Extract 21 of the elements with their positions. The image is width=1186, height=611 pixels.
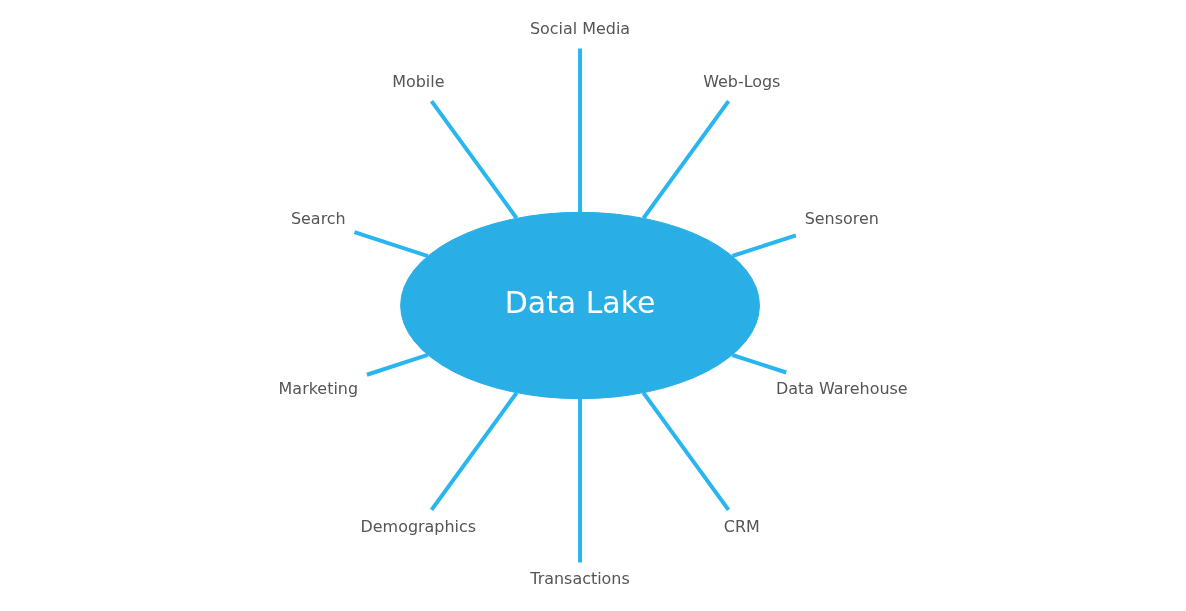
node-text: Sensoren [804, 209, 879, 229]
node-text: Social Media [529, 19, 631, 39]
node-text: Marketing [278, 379, 359, 399]
connector [429, 391, 519, 512]
connector [578, 48, 583, 213]
connector [353, 230, 429, 258]
connector [641, 99, 731, 220]
connector [731, 233, 797, 258]
connector [641, 391, 731, 512]
connector [429, 99, 519, 220]
node-text: Mobile [392, 71, 445, 91]
node-ellipse: Data Lake [400, 211, 760, 400]
connector [578, 398, 583, 563]
node-text: Web-Logs [703, 71, 781, 91]
node-text: CRM [723, 516, 760, 536]
node-text: Data Warehouse [775, 379, 908, 399]
node-text: Transactions [530, 569, 630, 589]
connector [731, 353, 787, 375]
connector [366, 353, 429, 377]
node-text: Demographics [360, 516, 477, 536]
node-text: Search [290, 209, 346, 229]
